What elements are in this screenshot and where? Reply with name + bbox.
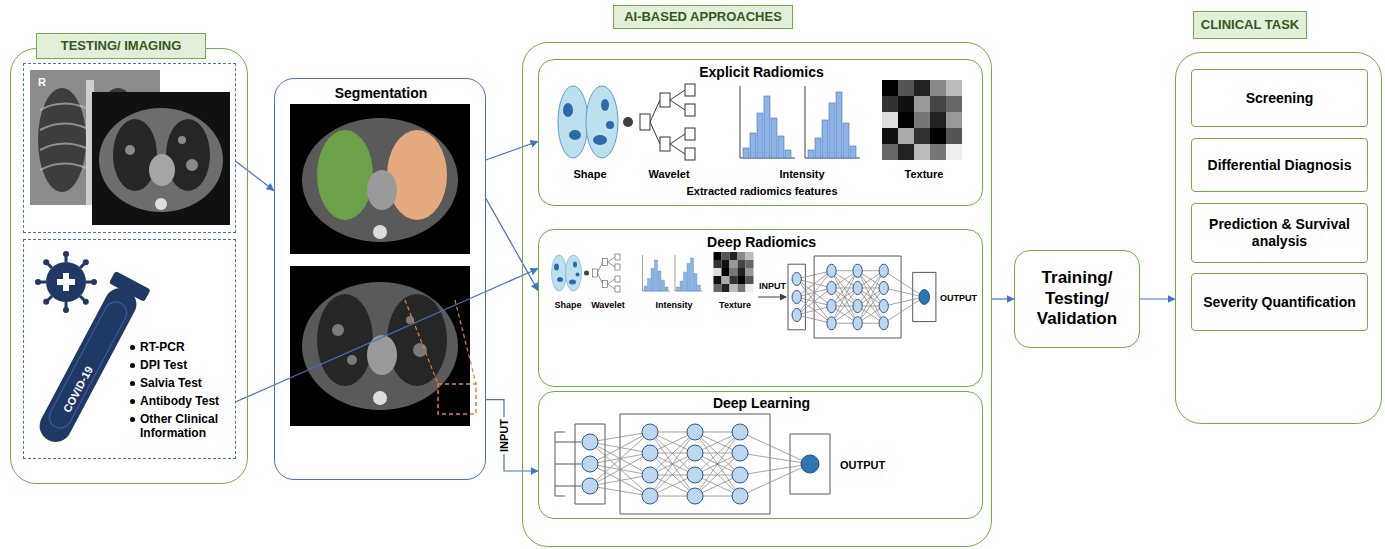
tube-label: COVID-19: [60, 364, 95, 415]
task-label: Differential Diagnosis: [1192, 139, 1367, 191]
task-label: Screening: [1192, 70, 1367, 126]
feature-caption: Shape: [543, 300, 593, 311]
box-title: Deep Radiomics: [539, 234, 984, 251]
training-label: Training/ Testing/ Validation: [1015, 251, 1139, 347]
feature-caption: Wavelet: [634, 168, 704, 181]
features-caption: Extracted radiomics features: [652, 185, 872, 198]
xray-marker: R: [38, 76, 46, 89]
connector-arrow: [992, 298, 1014, 299]
output-label: OUTPUT: [940, 293, 977, 304]
feature-caption: Texture: [889, 168, 959, 181]
feature-caption: Wavelet: [583, 300, 633, 311]
task-box: Prediction & Survival analysis: [1191, 203, 1368, 263]
segmentation-panel: Segmentation: [274, 78, 486, 480]
task-box: Screening: [1191, 69, 1368, 127]
feature-caption: Intensity: [649, 300, 699, 311]
box-title: Deep Learning: [539, 395, 984, 412]
panel-header: TESTING/ IMAGING: [36, 33, 206, 59]
panel-title: Segmentation: [275, 85, 487, 102]
feature-caption: Texture: [710, 300, 760, 311]
clinical-task-panel: CLINICAL TASKScreeningDifferential Diagn…: [1175, 52, 1382, 424]
task-label: Prediction & Survival analysis: [1192, 204, 1367, 262]
test-item: DPI Test: [128, 358, 234, 372]
panel-header: CLINICAL TASK: [1193, 11, 1307, 39]
test-item: Other Clinical Information: [128, 412, 234, 441]
task-box: Severity Quantification: [1191, 273, 1368, 331]
test-item: Salvia Test: [128, 376, 234, 390]
edge-label: INPUT: [497, 417, 510, 454]
ai-approaches-panel: AI-BASED APPROACHESExplicit RadiomicsSha…: [522, 42, 992, 547]
connector-arrow: [486, 141, 538, 160]
testing-imaging-panel: TESTING/ IMAGINGRCOVID-19RT-PCRDPI TestS…: [10, 48, 248, 484]
clinical-tests-box: COVID-19 RT-PCR DPI TestSalvia TestAntibod…: [23, 239, 236, 459]
connector-arrow: [236, 269, 538, 402]
task-label: Severity Quantification: [1192, 274, 1367, 330]
connector-arrow: [1140, 298, 1175, 299]
deep-learning-box: Deep LearningOUTPUT: [538, 391, 983, 519]
connector-arrow: [486, 199, 538, 291]
panel-header: AI-BASED APPROACHES: [613, 5, 793, 29]
feature-caption: Shape: [555, 168, 625, 181]
deep-radiomics-box: Deep RadiomicsShapeWavelet Intensity Textu…: [538, 229, 983, 387]
test-item: RT-PCR: [128, 340, 234, 354]
test-item: Antibody Test: [128, 394, 234, 408]
imaging-box: R: [23, 63, 236, 233]
task-box: Differential Diagnosis: [1191, 138, 1368, 192]
input-label: INPUT: [759, 281, 786, 292]
output-label: OUTPUT: [840, 459, 885, 472]
feature-caption: Intensity: [767, 168, 837, 181]
connector-arrow: [486, 400, 538, 471]
explicit-radiomics-box: Explicit RadiomicsShape Wavelet Intensity T…: [538, 59, 983, 206]
connector-arrow: [236, 162, 274, 191]
box-title: Explicit Radiomics: [539, 64, 984, 81]
training-box: Training/ Testing/ Validation: [1014, 250, 1140, 348]
